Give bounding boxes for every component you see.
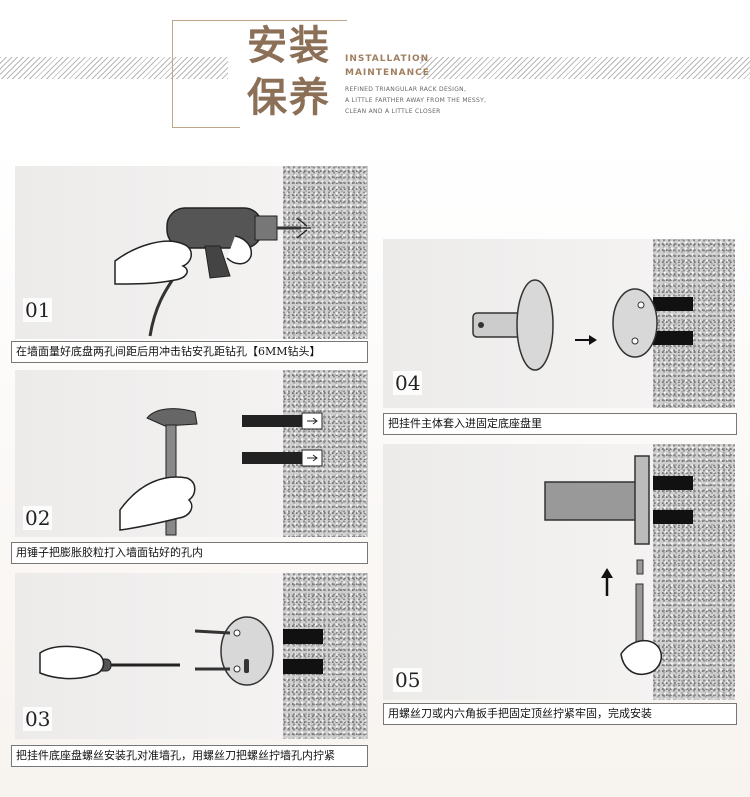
- step-05-panel: 05: [383, 444, 735, 700]
- step-03-panel: 03: [15, 573, 368, 739]
- step-02-panel: 02: [15, 370, 368, 537]
- step-number: 03: [23, 707, 53, 731]
- step-01-caption: 在墙面量好底盘两孔间距后用冲击钻安孔距钻孔【6MM钻头】: [11, 341, 368, 363]
- header-hatch-right: [420, 57, 750, 79]
- desc-line-1: REFINED TRIANGULAR RACK DESIGN,: [345, 86, 467, 93]
- mount-illustration: [472, 279, 693, 371]
- title-line-2: 保养: [247, 75, 331, 121]
- final-install-illustration: [544, 455, 693, 676]
- wall-texture: [283, 573, 368, 739]
- step-01-panel: 01: [15, 166, 368, 339]
- desc-line-2: A LITTLE FARTHER AWAY FROM THE MESSY,: [345, 97, 487, 104]
- step-05-caption: 用螺丝刀或内六角扳手把固定顶丝拧紧牢固，完成安装: [383, 703, 737, 725]
- step-04-caption: 把挂件主体套入进固定底座盘里: [383, 413, 737, 435]
- header-hatch-left: [0, 57, 228, 79]
- subtitle-line-1: INSTALLATION: [345, 54, 430, 64]
- step-02-caption: 用锤子把膨胀胶粒打入墙面钻好的孔内: [11, 542, 368, 564]
- hammer-illustration: [119, 408, 323, 536]
- title-line-1: 安装: [247, 23, 331, 69]
- header-frame-line: [172, 20, 347, 21]
- wall-texture: [653, 239, 735, 408]
- header-frame-line: [172, 20, 173, 128]
- step-04-panel: 04: [383, 239, 735, 408]
- desc-line-3: CLEAN AND A LITTLE CLOSER: [345, 108, 441, 115]
- step-number: 01: [23, 298, 53, 322]
- wall-texture: [283, 166, 368, 339]
- header-frame-line: [172, 127, 242, 128]
- step-number: 05: [393, 668, 423, 692]
- step-number: 04: [393, 371, 423, 395]
- drill-illustration: [114, 207, 311, 337]
- step-03-caption: 把挂件底座盘螺丝安装孔对准墙孔，用螺丝刀把螺丝拧墙孔内拧紧: [11, 745, 368, 767]
- screwdriver-illustration: [39, 616, 323, 686]
- subtitle-line-2: MAINTENANCE: [345, 68, 430, 78]
- step-number: 02: [23, 506, 53, 530]
